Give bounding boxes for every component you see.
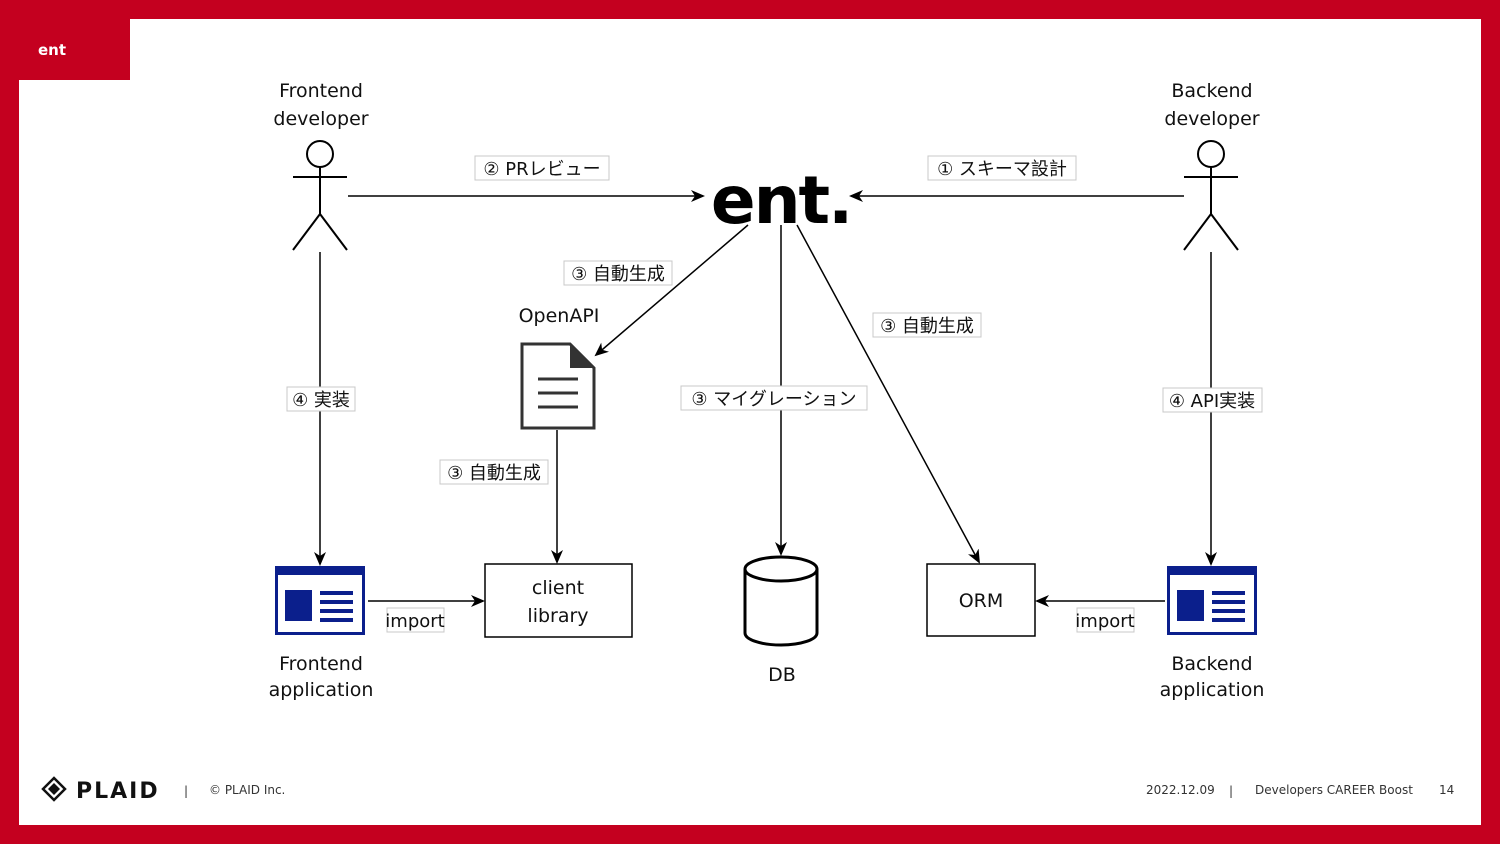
label-api-impl: ④ API実装 xyxy=(1169,391,1255,412)
orm-label: ORM xyxy=(959,590,1004,612)
edge-gen-orm xyxy=(796,224,980,564)
label-implement: ④ 実装 xyxy=(292,390,350,411)
label-migration: ③ マイグレーション xyxy=(691,389,856,410)
client-library-box xyxy=(484,563,633,638)
orm-box xyxy=(926,563,1036,637)
footer-page-number: 14 xyxy=(1439,783,1454,797)
footer-separator-1: | xyxy=(184,784,188,798)
label-gen-openapi: ③ 自動生成 xyxy=(571,264,665,285)
client-library-label-1: client xyxy=(532,577,584,599)
frontend-application-label-1: Frontend xyxy=(279,653,363,675)
backend-application-label-1: Backend xyxy=(1171,653,1252,675)
section-tag: ent xyxy=(19,19,130,80)
db-label: DB xyxy=(768,664,796,686)
label-pr-review: ② PRレビュー xyxy=(483,159,600,180)
frontend-developer-label-2: developer xyxy=(273,108,368,130)
footer-event: Developers CAREER Boost xyxy=(1255,783,1413,797)
backend-developer-label-2: developer xyxy=(1164,108,1259,130)
label-gen-orm: ③ 自動生成 xyxy=(880,316,974,337)
footer-separator-2: | xyxy=(1229,784,1233,798)
label-import-back: import xyxy=(1075,611,1134,632)
backend-developer-label-1: Backend xyxy=(1171,80,1252,102)
backend-developer-actor: Backend developer xyxy=(1164,80,1260,251)
footer-copyright: © PLAID Inc. xyxy=(209,783,285,797)
plaid-logo: PLAID xyxy=(41,776,160,804)
frontend-application-icon xyxy=(275,566,365,635)
client-library-label-2: library xyxy=(527,605,588,627)
frontend-developer-actor: Frontend developer xyxy=(273,80,369,251)
label-import-front: import xyxy=(385,611,444,632)
ent-logo: ent. xyxy=(711,162,851,239)
label-schema-design: ① スキーマ設計 xyxy=(937,159,1067,180)
frontend-developer-label-1: Frontend xyxy=(279,80,363,102)
architecture-diagram: Frontend developer Backend developer ent… xyxy=(41,80,1454,804)
openapi-label: OpenAPI xyxy=(519,305,600,327)
slide: ent Frontend developer Backend developer xyxy=(19,19,1481,825)
database-icon xyxy=(743,555,819,647)
plaid-diamond-icon xyxy=(41,776,67,802)
section-tag-label: ent xyxy=(38,41,67,59)
openapi-document-icon xyxy=(520,342,596,430)
frontend-application-label-2: application xyxy=(269,679,374,701)
edge-gen-openapi xyxy=(594,224,749,357)
plaid-wordmark: PLAID xyxy=(76,779,160,804)
backend-application-icon xyxy=(1167,566,1257,635)
footer-date: 2022.12.09 xyxy=(1146,783,1215,797)
label-gen-client: ③ 自動生成 xyxy=(447,463,541,484)
backend-application-label-2: application xyxy=(1160,679,1265,701)
